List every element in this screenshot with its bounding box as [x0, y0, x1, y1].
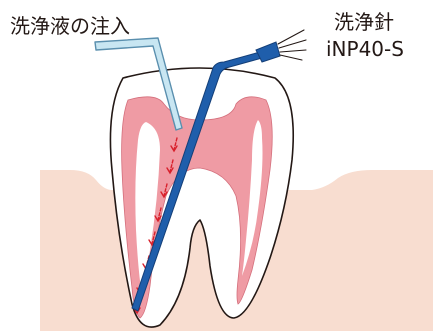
needle-hub-icon	[256, 30, 306, 62]
label-needle-name: 洗浄針	[334, 12, 394, 32]
label-needle-model: iNP40-S	[326, 39, 404, 59]
label-irrigant-injection: 洗浄液の注入	[10, 16, 130, 36]
